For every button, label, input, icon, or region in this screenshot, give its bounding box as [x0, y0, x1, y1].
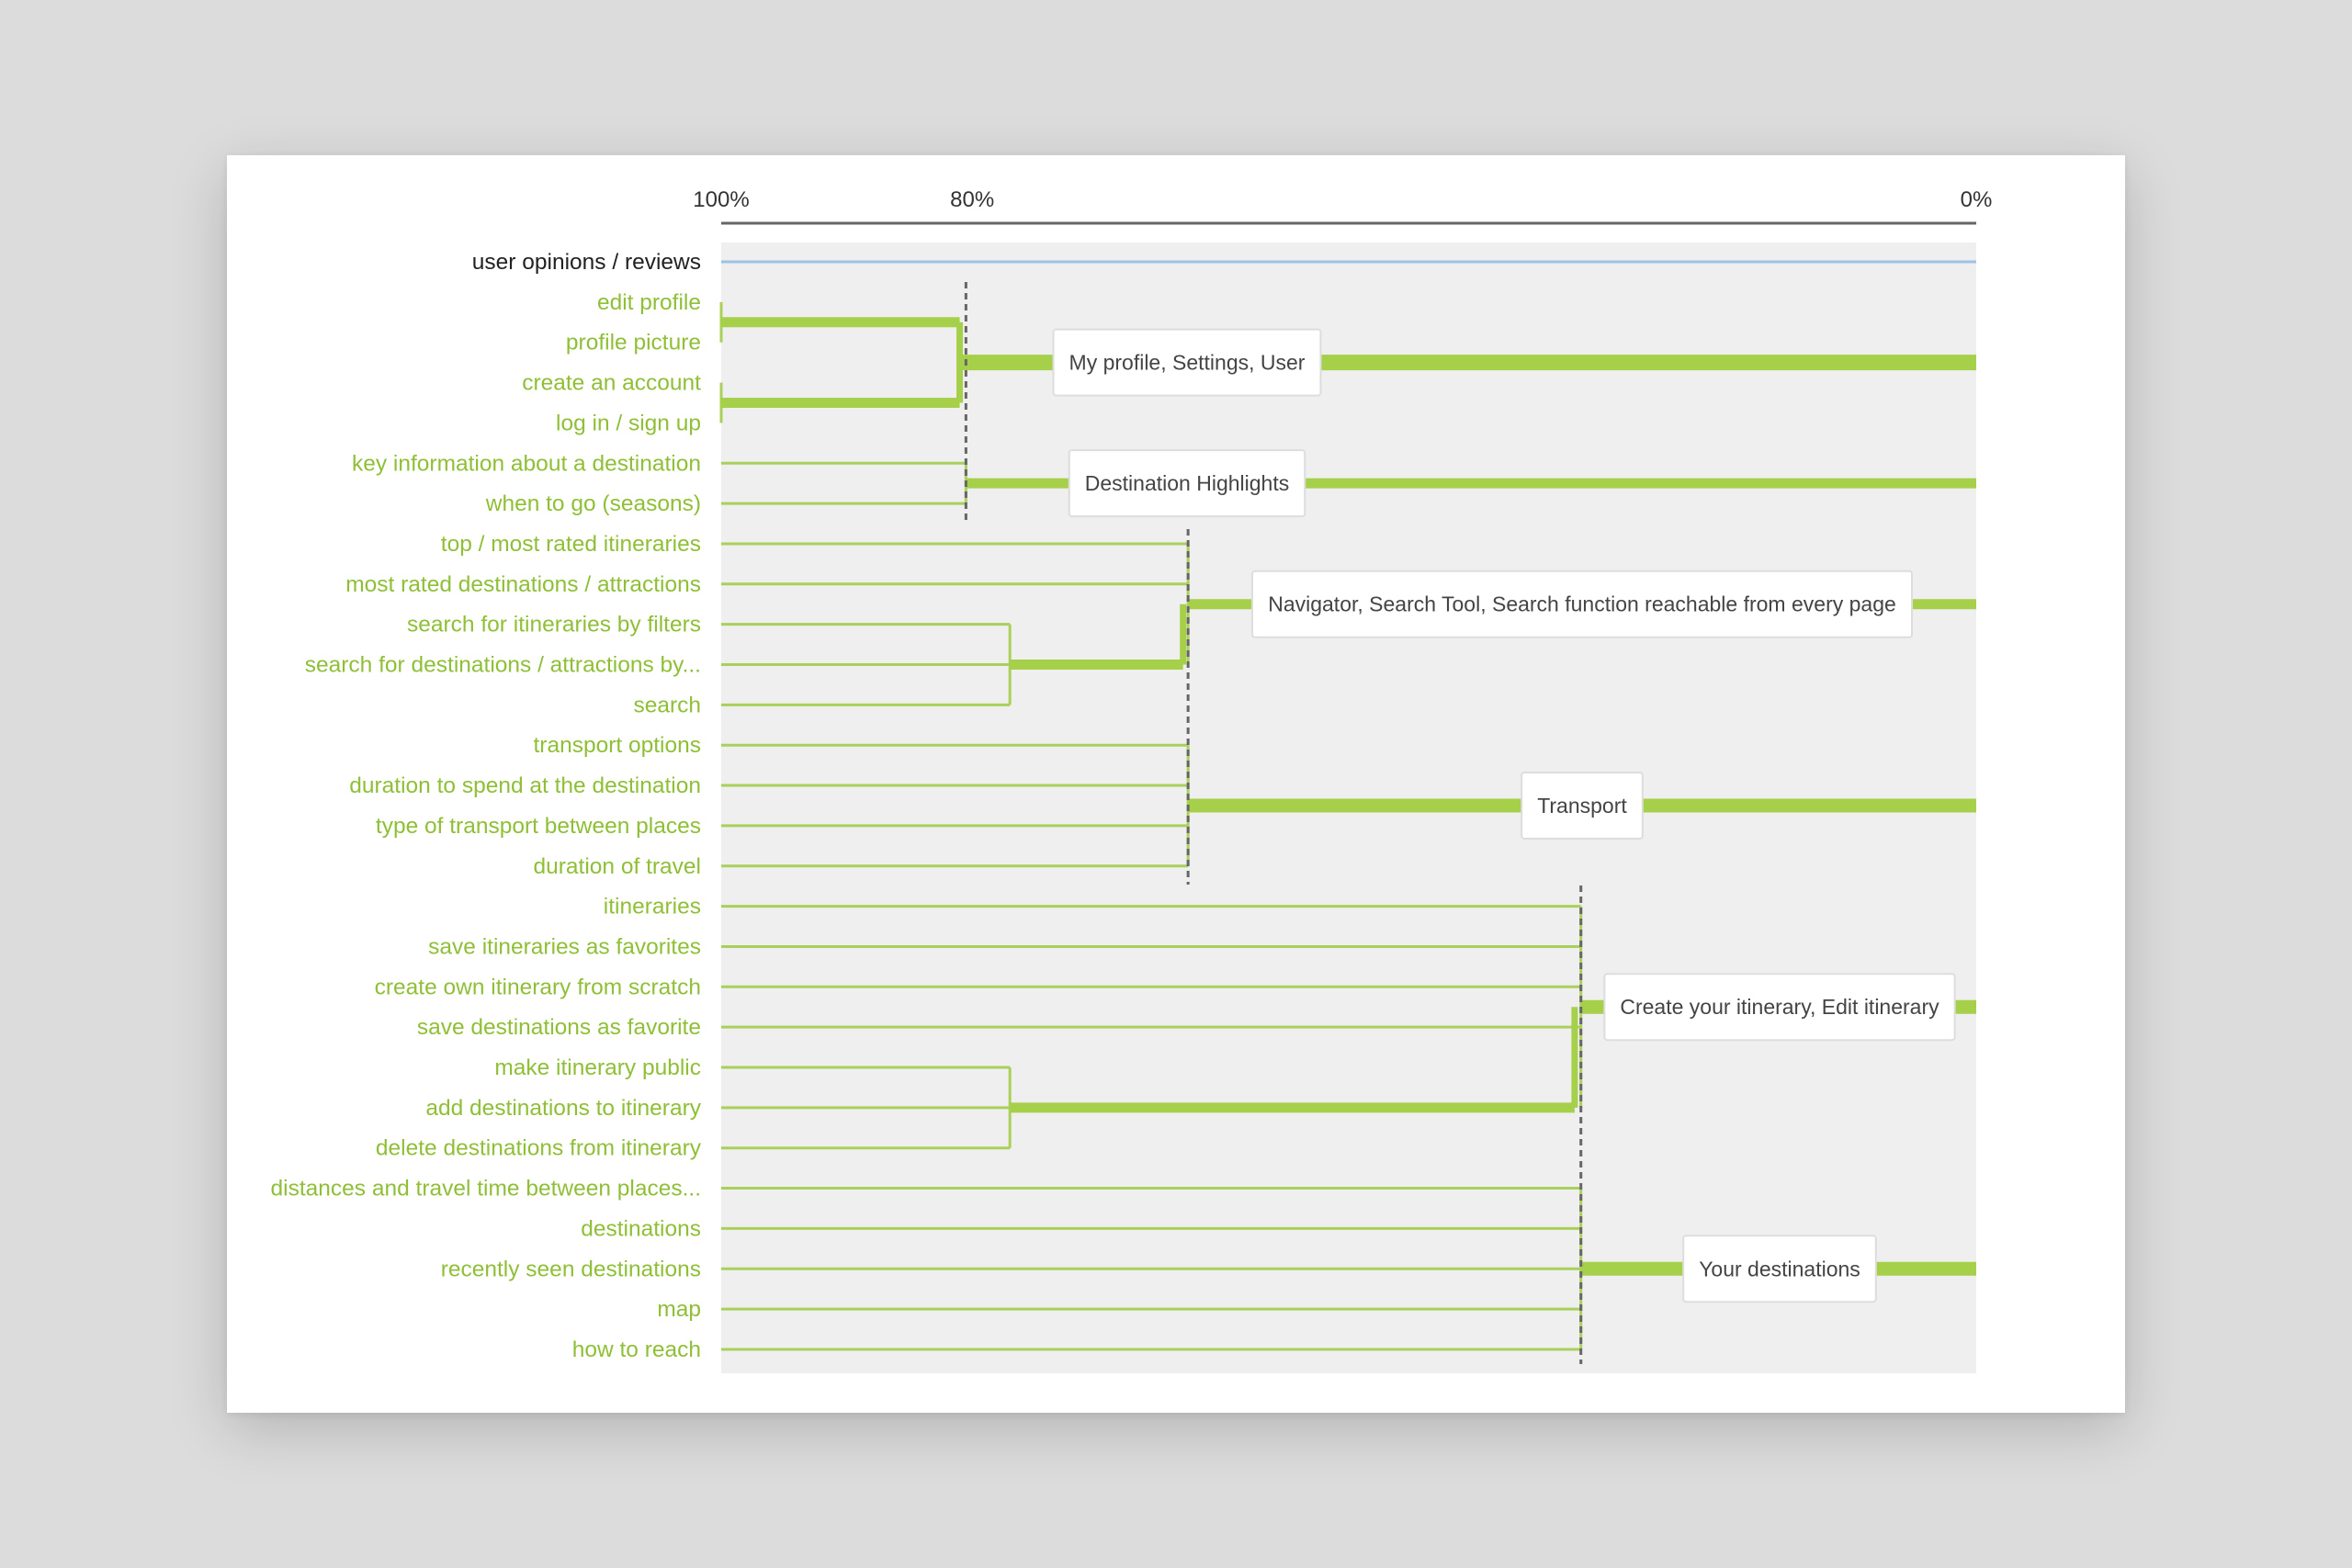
leaf-label: destinations	[581, 1216, 701, 1241]
axis-tick-label: 0%	[1961, 187, 1993, 212]
leaf-label: duration to spend at the destination	[349, 773, 701, 798]
leaf-label: save destinations as favorite	[417, 1015, 701, 1040]
cluster-label-box	[1603, 973, 1956, 1042]
leaf-label: recently seen destinations	[441, 1257, 701, 1281]
cluster-label-box	[1052, 328, 1322, 397]
leaf-label: delete destinations from itinerary	[376, 1136, 702, 1161]
leaf-label: make itinerary public	[494, 1055, 701, 1080]
cluster-label-box	[1521, 771, 1644, 840]
dendrogram-card: 100% 80% 0% user opinions / reviews edit pro…	[227, 155, 2125, 1413]
leaf-label: log in / sign up	[556, 411, 701, 435]
leaf-label: itineraries	[604, 895, 701, 919]
leaf-label: top / most rated itineraries	[441, 532, 701, 557]
leaf-label: duration of travel	[534, 854, 702, 879]
leaf-label: when to go (seasons)	[485, 491, 701, 516]
cluster-label: Create your itinerary, Edit itinerary	[1620, 995, 1939, 1019]
leaf-label: create own itinerary from scratch	[375, 975, 701, 999]
leaf-label: edit profile	[597, 290, 701, 315]
leaf-label: add destinations to itinerary	[425, 1096, 701, 1121]
leaf-label: search for itineraries by filters	[407, 613, 701, 637]
leaf-label: most rated destinations / attractions	[345, 572, 701, 597]
leaf-label: profile picture	[566, 331, 701, 355]
leaf-label: type of transport between places	[376, 814, 701, 839]
dendrogram-chart: 100% 80% 0% user opinions / reviews edit pro…	[271, 187, 1993, 1373]
leaf-label: search for destinations / attractions by…	[305, 653, 701, 678]
leaf-label: search	[633, 693, 701, 717]
cluster-label-box	[1068, 449, 1306, 518]
cluster-label: Your destinations	[1699, 1257, 1860, 1280]
cluster-label-box	[1251, 570, 1913, 638]
leaf-label: how to reach	[572, 1337, 701, 1362]
axis-tick-label: 100%	[693, 187, 749, 212]
cluster-label: Transport	[1537, 794, 1627, 818]
axis-tick-label: 80%	[950, 187, 994, 212]
leaf-label: map	[657, 1297, 701, 1322]
leaf-label: user opinions / reviews	[472, 250, 701, 275]
cluster-label: My profile, Settings, User	[1069, 351, 1306, 375]
cluster-label-box	[1682, 1235, 1877, 1303]
leaf-label: distances and travel time between places…	[271, 1177, 701, 1201]
leaf-label: create an account	[522, 371, 701, 396]
leaf-label: key information about a destination	[352, 451, 701, 476]
leaf-label: save itineraries as favorites	[428, 934, 701, 959]
cluster-label: Navigator, Search Tool, Search function …	[1268, 592, 1896, 616]
cluster-label: Destination Highlights	[1085, 471, 1289, 495]
leaf-label: transport options	[534, 733, 702, 758]
